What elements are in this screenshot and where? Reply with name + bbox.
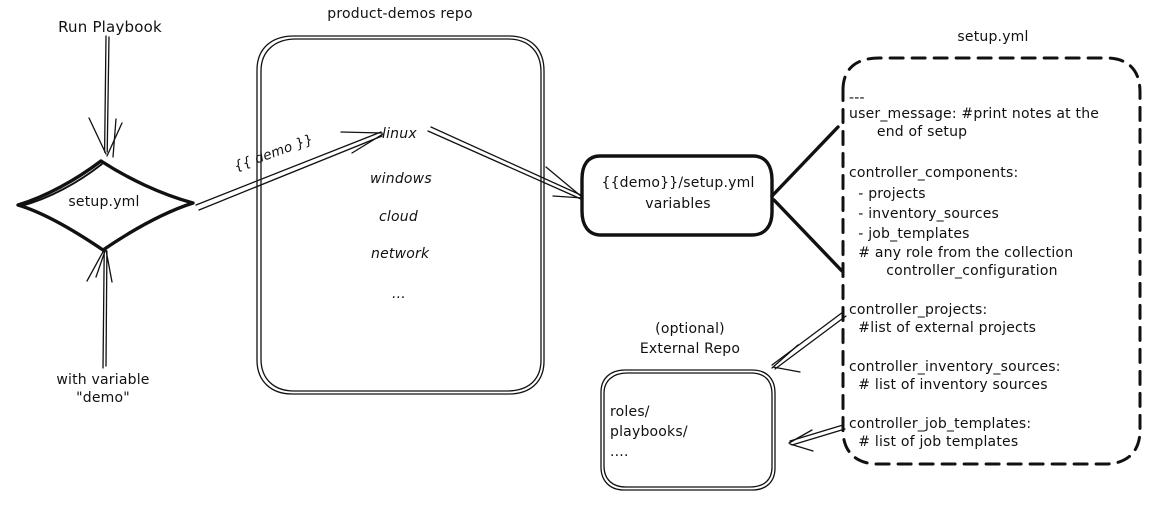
- variables-box-line1: {{demo}}/setup.yml: [601, 175, 755, 191]
- arrow-linux-to-variables: [427, 126, 584, 200]
- arrow-projects-to-external-repo: [771, 311, 847, 373]
- external-repo-line-roles: roles/: [610, 404, 650, 420]
- arrow-job-templates-to-external-repo: [788, 424, 846, 452]
- repo-item-cloud[interactable]: cloud: [379, 209, 418, 225]
- setup-yml-line-0: ---: [849, 90, 865, 106]
- setup-yml-line-18: # list of job templates: [849, 434, 1019, 450]
- node-external-repo-box[interactable]: [600, 369, 776, 491]
- external-repo-line-playbooks: playbooks/: [610, 424, 688, 440]
- arrow-demo-variable: [195, 131, 384, 211]
- setup-yml-line-2: end of setup: [849, 124, 968, 140]
- diamond-label: setup.yml: [68, 194, 140, 210]
- setup-yml-line-5: - projects: [849, 186, 926, 202]
- node-setup-yml-file[interactable]: [841, 56, 1142, 466]
- label-run-playbook: Run Playbook: [58, 18, 162, 36]
- setup-yml-line-14: controller_inventory_sources:: [849, 359, 1061, 375]
- setup-yml-line-7: - job_templates: [849, 226, 970, 242]
- arrow-run-playbook: [88, 35, 123, 158]
- repo-item-windows[interactable]: windows: [370, 171, 432, 187]
- setup-yml-line-4: controller_components:: [849, 165, 1019, 181]
- external-repo-label-line2: External Repo: [639, 341, 741, 357]
- node-setup-yml-diamond[interactable]: [16, 159, 195, 252]
- setup-yml-line-12: #list of external projects: [849, 320, 1037, 336]
- node-product-demos-repo[interactable]: [256, 35, 545, 395]
- setup-yml-title: setup.yml: [957, 29, 1029, 45]
- connector-setupyml-to-variables: [770, 125, 844, 274]
- external-repo-line-ellipsis: ....: [610, 444, 629, 460]
- variables-box-line2: variables: [645, 196, 711, 212]
- arrow-with-variable: [86, 249, 113, 369]
- node-variables-box[interactable]: [580, 154, 774, 237]
- label-with-variable-line1: with variable: [56, 372, 150, 388]
- setup-yml-line-8: # any role from the collection: [849, 245, 1074, 261]
- setup-yml-line-17: controller_job_templates:: [849, 416, 1032, 432]
- setup-yml-line-9: controller_configuration: [849, 263, 1058, 279]
- repo-item-linux[interactable]: linux: [382, 126, 417, 142]
- setup-yml-line-11: controller_projects:: [849, 302, 988, 318]
- label-with-variable-line2: "demo": [76, 390, 130, 406]
- setup-yml-line-15: # list of inventory sources: [849, 377, 1048, 393]
- repo-item-network[interactable]: network: [371, 246, 430, 262]
- setup-yml-line-1: user_message: #print notes at the: [849, 106, 1100, 122]
- external-repo-label-line1: (optional): [655, 321, 725, 337]
- setup-yml-line-6: - inventory_sources: [849, 206, 1000, 222]
- repo-item-ellipsis: ...: [392, 286, 406, 302]
- repo-title: product-demos repo: [327, 6, 473, 22]
